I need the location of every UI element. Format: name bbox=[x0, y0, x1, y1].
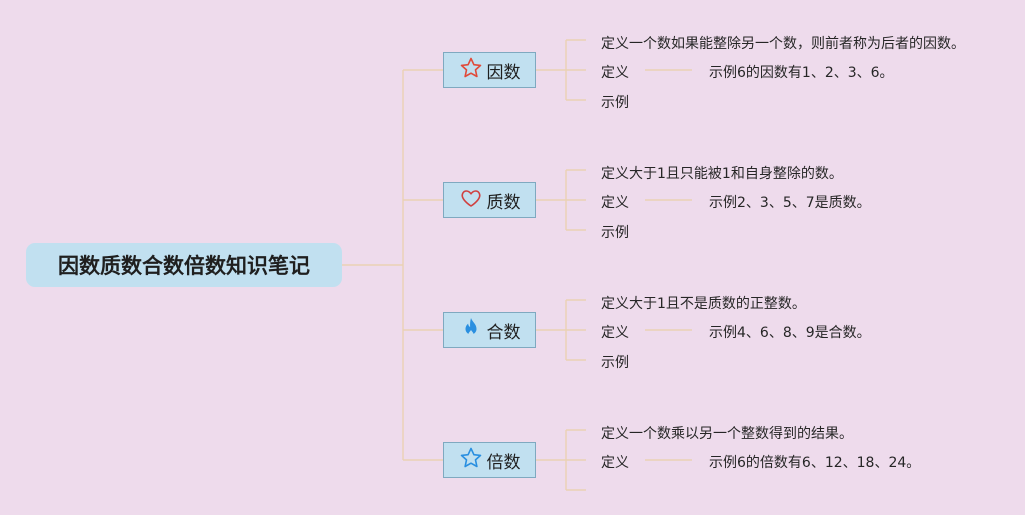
definition-text: 定义大于1且只能被1和自身整除的数。 bbox=[601, 166, 843, 182]
definition-label: 定义 bbox=[601, 325, 629, 341]
example-label: 示例 bbox=[601, 355, 629, 371]
topic-prime[interactable]: 质数 bbox=[443, 182, 536, 218]
topic-label: 因数 bbox=[486, 62, 521, 83]
topic-factor[interactable]: 因数 bbox=[443, 52, 536, 88]
heart-outline-icon bbox=[459, 186, 483, 215]
star-outline-icon bbox=[459, 446, 483, 475]
topic-multiple[interactable]: 倍数 bbox=[443, 442, 536, 478]
root-title: 因数质数合数倍数知识笔记 bbox=[58, 254, 310, 278]
definition-label: 定义 bbox=[601, 195, 629, 211]
example-text: 示例2、3、5、7是质数。 bbox=[709, 195, 871, 211]
example-text: 示例6的倍数有6、12、18、24。 bbox=[709, 455, 921, 471]
definition-text: 定义一个数乘以另一个整数得到的结果。 bbox=[601, 426, 853, 442]
definition-label: 定义 bbox=[601, 455, 629, 471]
definition-label: 定义 bbox=[601, 65, 629, 81]
topic-label: 倍数 bbox=[486, 452, 521, 473]
definition-text: 定义一个数如果能整除另一个数，则前者称为后者的因数。 bbox=[601, 36, 965, 52]
example-label: 示例 bbox=[601, 225, 629, 241]
topic-composite[interactable]: 合数 bbox=[443, 312, 536, 348]
example-label: 示例 bbox=[601, 95, 629, 111]
topic-label: 合数 bbox=[486, 322, 521, 343]
definition-text: 定义大于1且不是质数的正整数。 bbox=[601, 296, 806, 312]
root-topic[interactable]: 因数质数合数倍数知识笔记 bbox=[26, 243, 342, 287]
star-outline-icon bbox=[459, 56, 483, 85]
topic-label: 质数 bbox=[486, 192, 521, 213]
example-text: 示例6的因数有1、2、3、6。 bbox=[709, 65, 894, 81]
flame-icon bbox=[459, 316, 483, 345]
example-text: 示例4、6、8、9是合数。 bbox=[709, 325, 871, 341]
